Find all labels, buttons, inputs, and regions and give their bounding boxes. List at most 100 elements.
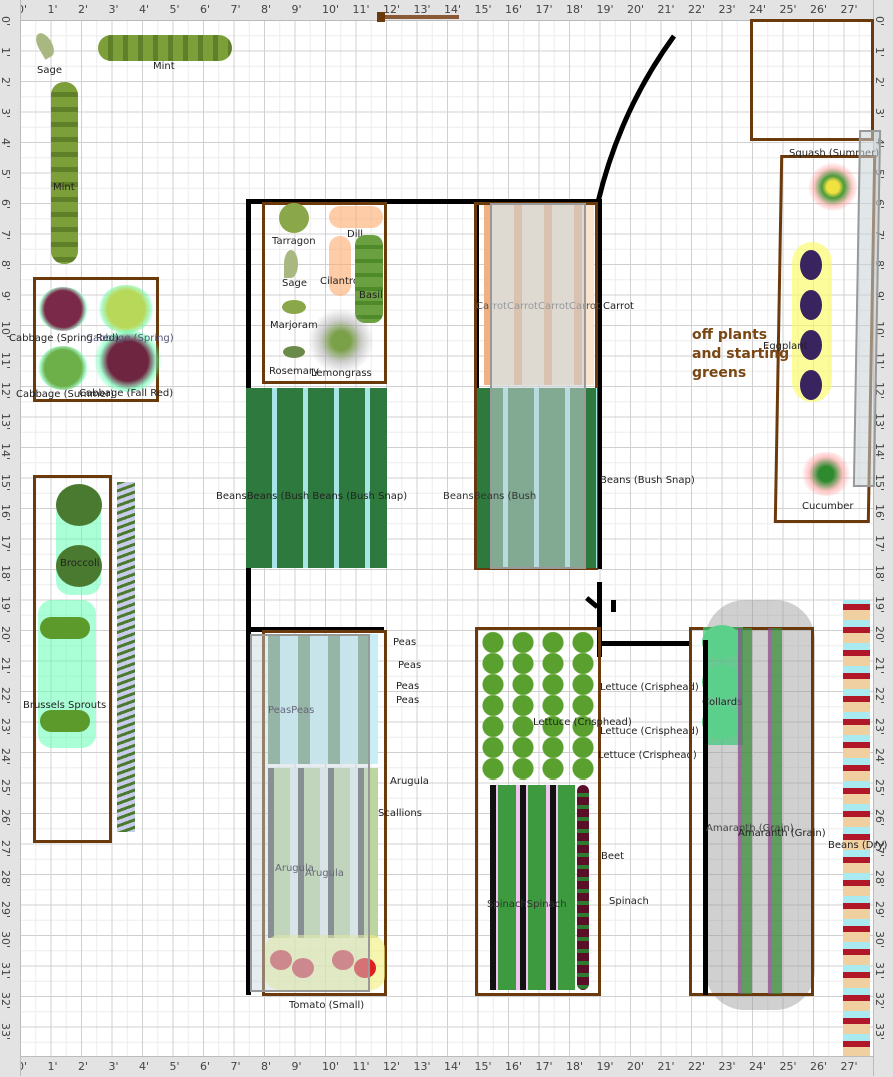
- broccoli-icon[interactable]: [56, 484, 102, 526]
- brussels-sprouts-icon[interactable]: [40, 710, 90, 732]
- empty-bed-top-right[interactable]: [750, 19, 874, 141]
- fence-segment[interactable]: [377, 15, 459, 19]
- tarragon-label: Tarragon: [272, 236, 316, 247]
- ruler-tick-y: 3': [0, 107, 12, 118]
- marjoram-icon[interactable]: [282, 300, 306, 314]
- collards-icon[interactable]: [702, 705, 742, 739]
- lettuce-spinach-bed[interactable]: [475, 627, 601, 996]
- ruler-tick-x-bottom: 4': [139, 1060, 150, 1073]
- eggplant-icon[interactable]: [800, 330, 822, 360]
- beet-row[interactable]: [577, 785, 589, 990]
- row-cover-peas-arugula[interactable]: [250, 634, 370, 992]
- ruler-tick-x: 5': [169, 3, 180, 16]
- cabbage-spring-red-icon[interactable]: [38, 287, 88, 331]
- ruler-tick-x-bottom: 6': [200, 1060, 211, 1073]
- eggplant-icon[interactable]: [800, 250, 822, 280]
- rosemary-label: Rosemary: [269, 366, 319, 377]
- peas-block[interactable]: [268, 634, 378, 764]
- rosemary-icon[interactable]: [283, 346, 305, 358]
- beans-dry-row[interactable]: [843, 600, 870, 1056]
- ruler-tick-x: 24': [749, 3, 767, 16]
- mint-row-vertical[interactable]: [51, 82, 78, 264]
- cabbage-bed[interactable]: [33, 277, 159, 402]
- sage-bed-icon[interactable]: [284, 250, 298, 278]
- ruler-tick-x: 26': [810, 3, 828, 16]
- ruler-tick-x: 11': [352, 3, 370, 16]
- cilantro-glow: [329, 236, 351, 296]
- collards-icon[interactable]: [702, 665, 742, 699]
- spinach-block[interactable]: [490, 785, 575, 990]
- lemongrass-icon[interactable]: [308, 308, 374, 374]
- lettuce-block[interactable]: [478, 632, 598, 780]
- ruler-tick-y-right: 32': [873, 992, 886, 1010]
- mint-label-vertical: Mint: [53, 182, 75, 193]
- ruler-tick-y-right: 25': [873, 778, 886, 796]
- cabbage-fall-red-icon[interactable]: [92, 330, 164, 392]
- ruler-tick-y-right: 0': [873, 16, 886, 27]
- curved-path-line[interactable]: [590, 30, 680, 210]
- row-cover-carrot-beans[interactable]: [490, 203, 586, 569]
- fence-post[interactable]: [377, 12, 385, 22]
- ruler-tick-y: 17': [0, 534, 12, 552]
- peas-arugula-tomato-bed[interactable]: [262, 630, 387, 996]
- cabbage-summer-label: Cabbage (Summer): [16, 389, 114, 400]
- ruler-tick-y: 29': [0, 900, 12, 918]
- tomato-icon[interactable]: [354, 958, 376, 978]
- ruler-tick-x: 23': [718, 3, 736, 16]
- brassica-bed[interactable]: [33, 475, 112, 843]
- scallions-row[interactable]: [117, 482, 135, 832]
- squash-summer-label: Squash (Summer): [789, 148, 880, 159]
- lettuce-label: Lettuce (Crisphead): [533, 717, 632, 728]
- tarragon-icon[interactable]: [279, 203, 309, 233]
- ruler-tick-y: 12': [0, 382, 12, 400]
- drip-line[interactable]: [703, 640, 708, 995]
- ruler-tick-y: 4': [0, 138, 12, 149]
- ruler-tick-y: 30': [0, 931, 12, 949]
- mint-row-horizontal[interactable]: [98, 35, 232, 61]
- squash-summer-icon[interactable]: [808, 163, 858, 211]
- wall-right[interactable]: [597, 199, 602, 569]
- cabbage-summer-icon[interactable]: [38, 346, 88, 390]
- ruler-tick-y: 20': [0, 626, 12, 644]
- wall-left[interactable]: [246, 199, 251, 995]
- cucumber-icon[interactable]: [800, 452, 852, 496]
- herb-bed[interactable]: [262, 202, 387, 384]
- eggplant-icon[interactable]: [800, 290, 822, 320]
- arugula-block[interactable]: [268, 768, 378, 938]
- ruler-tick-x: 18': [566, 3, 584, 16]
- basil-row[interactable]: [355, 235, 383, 323]
- arugula-stack-label: Arugula: [275, 863, 314, 874]
- ruler-tick-y: 13': [0, 412, 12, 430]
- cabbage-spring-icon[interactable]: [98, 285, 154, 333]
- ruler-tick-x-bottom: 22': [688, 1060, 706, 1073]
- tomato-icon[interactable]: [270, 950, 292, 970]
- ruler-tick-x: 14': [444, 3, 462, 16]
- lettuce-label: Lettuce (Crisphead): [600, 726, 699, 737]
- wall-stub[interactable]: [611, 600, 616, 612]
- ruler-tick-x: 22': [688, 3, 706, 16]
- amaranth-rows[interactable]: [738, 628, 798, 994]
- wall-horizontal-mid[interactable]: [246, 627, 384, 632]
- wall-top-left-building[interactable]: [246, 199, 602, 204]
- ruler-top: 0'1'2'3'4'5'6'7'8'9'10'11'12'13'14'15'16…: [0, 0, 893, 21]
- tomato-icon[interactable]: [332, 950, 354, 970]
- broccoli-icon[interactable]: [56, 545, 102, 587]
- carrot-label: Carrot: [603, 301, 634, 312]
- ruler-tick-y: 32': [0, 992, 12, 1010]
- ruler-tick-y-right: 24': [873, 748, 886, 766]
- beans-stack-right-label: BeansBeans (Bush: [443, 491, 537, 502]
- wall-right-lower[interactable]: [597, 582, 602, 657]
- collards-icon[interactable]: [702, 625, 742, 659]
- wall-horizontal-right[interactable]: [597, 641, 689, 646]
- beans-bush-snap-block-left[interactable]: [246, 388, 387, 568]
- tomato-icon[interactable]: [292, 958, 314, 978]
- planting-grid[interactable]: [20, 20, 873, 1056]
- brussels-sprouts-icon[interactable]: [40, 617, 90, 639]
- brussels-sprouts-label: Brussels Sprouts: [23, 700, 107, 711]
- ruler-tick-y-right: 29': [873, 900, 886, 918]
- basil-label: Basil: [359, 290, 383, 301]
- eggplant-icon[interactable]: [800, 370, 822, 400]
- ruler-tick-y-right: 1': [873, 46, 886, 57]
- beans-stack-left-label: BeansBeans (Bush Beans (Bush Snap): [216, 491, 408, 502]
